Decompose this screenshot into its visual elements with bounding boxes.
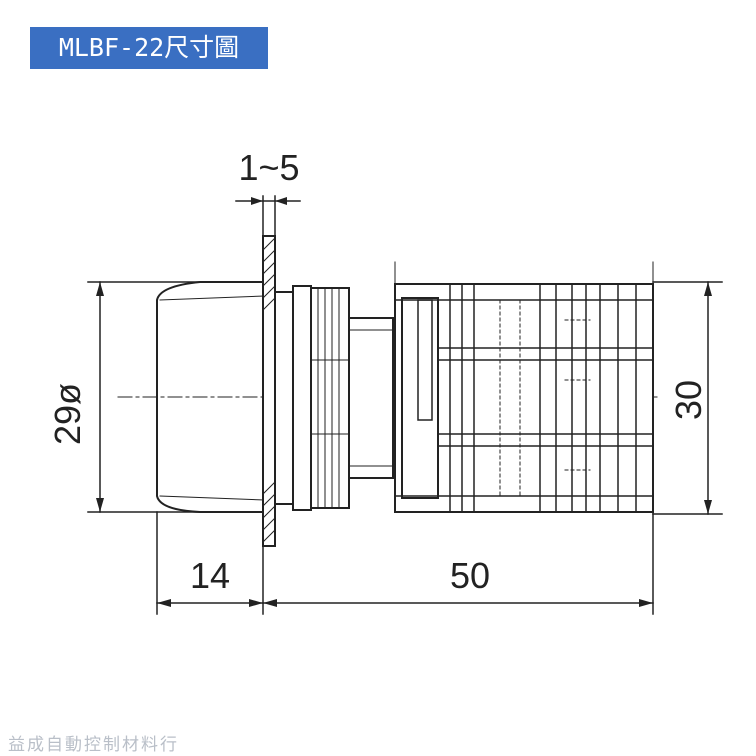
button-cap (156, 281, 269, 513)
label-front-length: 14 (190, 555, 230, 596)
panel (262, 235, 276, 547)
cap-inner-line (159, 495, 265, 501)
lock-nut (310, 287, 350, 509)
cap-inner-line (159, 295, 265, 301)
body-neck (348, 317, 394, 479)
dimension-diameter (87, 281, 201, 513)
dimension-body-length (262, 511, 654, 615)
label-diameter: 29ø (47, 383, 88, 445)
contact-block (394, 261, 654, 513)
watermark: 益成自動控制材料行 (8, 735, 179, 755)
label-height: 30 (668, 380, 709, 420)
dimension-panel-thickness (235, 195, 301, 237)
label-panel-thickness: 1~5 (238, 147, 299, 188)
title-badge: MLBF-22尺寸圖 (30, 27, 268, 69)
bezel (274, 285, 312, 511)
dimension-height (652, 281, 723, 515)
label-body-length: 50 (450, 555, 490, 596)
